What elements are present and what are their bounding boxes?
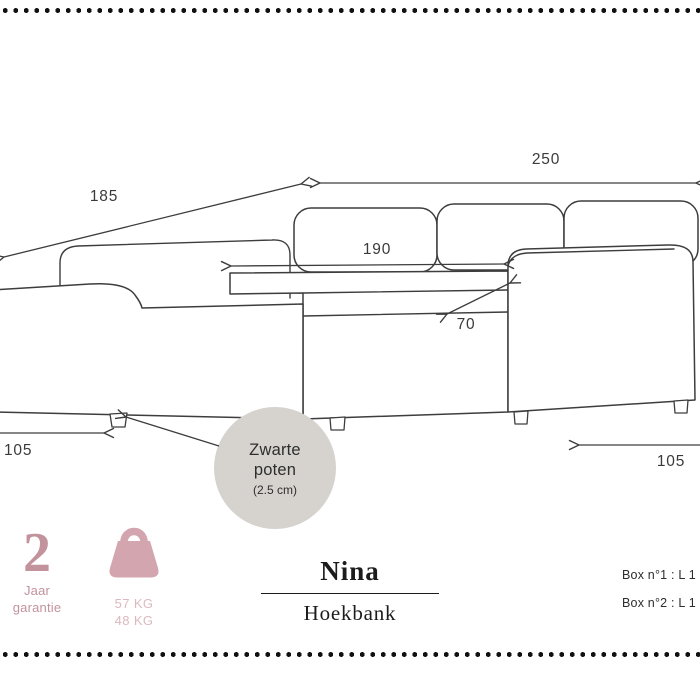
weight-value-2: 48 KG xyxy=(114,612,154,628)
legs-note-word2: poten xyxy=(254,461,296,479)
dotted-border-bottom xyxy=(0,652,700,657)
box-2-info: Box n°2 : L 1 xyxy=(622,596,696,610)
sofa-leg xyxy=(513,410,529,425)
sofa-leg xyxy=(329,416,346,431)
warranty-word-jaar: Jaar xyxy=(23,583,51,599)
legs-pointer-arrow xyxy=(114,409,220,447)
product-category: Hoekbank xyxy=(303,601,397,625)
legs-note-word1: Zwarte xyxy=(249,441,301,459)
legs-note-badge: Zwarte poten (2.5 cm) xyxy=(214,407,336,529)
sofa-leg xyxy=(109,412,128,428)
chaise xyxy=(0,282,304,420)
weight-values: 57 KG 48 KG xyxy=(92,596,176,630)
dim-label-back-width: 250 xyxy=(532,151,560,168)
dim-label-chaise-depth: 105 xyxy=(4,442,32,459)
weight-value-1: 57 KG xyxy=(114,596,154,611)
dim-arrow-chaise-length xyxy=(0,176,312,265)
product-title-block: Nina Hoekbank xyxy=(230,556,470,626)
sofa-leg xyxy=(673,399,689,414)
warranty-years: 2 xyxy=(23,522,51,584)
dotted-border-top xyxy=(0,8,700,13)
back-cushion xyxy=(293,207,438,273)
legs-note-circle xyxy=(214,407,336,529)
title-divider xyxy=(261,593,439,594)
dimension-arrows xyxy=(0,176,700,451)
box-1-info: Box n°1 : L 1 xyxy=(622,568,696,582)
armrest xyxy=(507,244,696,413)
warranty-badge: 2 Jaar garantie xyxy=(4,524,70,617)
dim-arrow-arm-height xyxy=(435,274,522,323)
box-info: Box n°1 : L 1 Box n°2 : L 1 xyxy=(622,568,696,610)
product-name: Nina xyxy=(320,556,380,586)
legs-note-detail: (2.5 cm) xyxy=(253,483,297,497)
sofa-drawing xyxy=(0,200,699,431)
dim-label-seat-depth: 105 xyxy=(657,453,685,470)
weight-info: 57 KG 48 KG xyxy=(92,520,176,630)
warranty-word-garantie: garantie xyxy=(12,600,62,616)
dim-label-arm-height: 70 xyxy=(457,316,476,333)
dimension-labels: 250 185 190 70 105 105 xyxy=(4,151,685,470)
dim-label-chaise-length: 185 xyxy=(90,188,118,205)
weight-icon xyxy=(109,527,159,578)
dim-label-seat-width: 190 xyxy=(363,241,391,258)
weight-icon-body xyxy=(109,541,159,578)
dim-arrow-seat-width xyxy=(220,258,515,272)
